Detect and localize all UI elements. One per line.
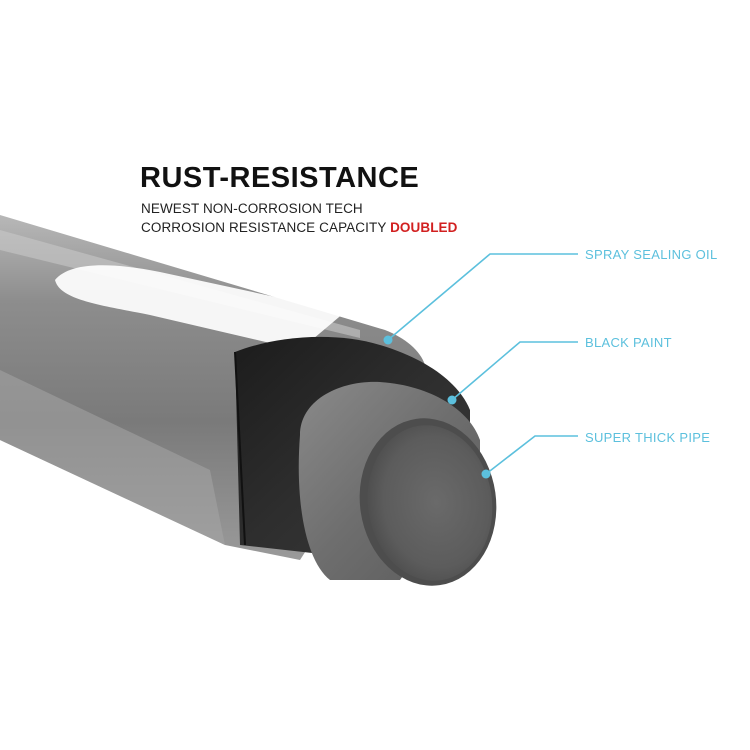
callout-dot-pipe [481,469,491,479]
super-thick-pipe-layer [298,381,497,586]
callout-dot-spray [383,335,393,345]
callout-dot-paint [447,395,457,405]
highlight-doubled: DOUBLED [390,220,458,235]
callout-dots [383,335,491,479]
callout-line-pipe [485,435,578,475]
subtitle-line-1: NEWEST NON-CORROSION TECH [141,201,363,216]
callout-label-spray-sealing-oil: SPRAY SEALING OIL [585,247,718,262]
callout-line-spray [387,253,578,341]
headline-title: RUST-RESISTANCE [140,162,420,194]
callout-label-black-paint: BLACK PAINT [585,335,672,350]
callout-label-super-thick-pipe: SUPER THICK PIPE [585,430,711,445]
subtitle-line-2: CORROSION RESISTANCE CAPACITY DOUBLED [141,221,458,235]
subtitle-line-2-text: CORROSION RESISTANCE CAPACITY [141,220,387,235]
callout-lines [387,253,578,475]
callout-line-paint [451,341,578,401]
